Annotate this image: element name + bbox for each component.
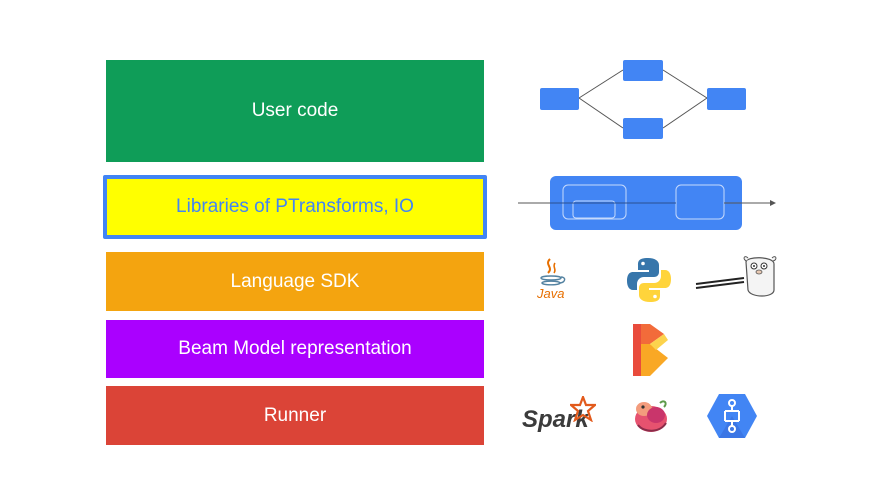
spark-star-icon (570, 396, 596, 422)
runner-layer: Runner (106, 386, 484, 445)
language-sdk-layer: Language SDK (106, 252, 484, 311)
pipeline-node-bottom (623, 118, 663, 139)
pipeline-graph-diagram (540, 60, 746, 139)
java-logo: Java (530, 255, 576, 305)
user-code-layer: User code (106, 60, 484, 162)
java-cup-icon (540, 258, 566, 286)
apache-spark-logo: Spark (520, 396, 600, 436)
java-label: Java (537, 286, 565, 301)
beam-model-layer: Beam Model representation (106, 320, 484, 378)
apache-flink-logo (635, 400, 667, 432)
beam-model-label: Beam Model representation (178, 338, 412, 359)
user-code-label: User code (251, 100, 339, 121)
apache-beam-logo (633, 324, 668, 376)
cloud-dataflow-logo (707, 394, 757, 438)
runner-label: Runner (263, 404, 327, 426)
go-gopher-logo (695, 256, 777, 297)
language-sdk-label: Language SDK (230, 270, 360, 292)
python-logo (627, 258, 671, 302)
pipeline-node-sink (707, 88, 746, 110)
pipeline-node-source (540, 88, 579, 110)
pipeline-node-top (623, 60, 663, 81)
libraries-label: Libraries of PTransforms, IO (176, 196, 414, 217)
dataflow-icon (724, 399, 740, 433)
composite-ptransform-diagram (518, 176, 776, 230)
libraries-layer: Libraries of PTransforms, IO (103, 175, 487, 239)
